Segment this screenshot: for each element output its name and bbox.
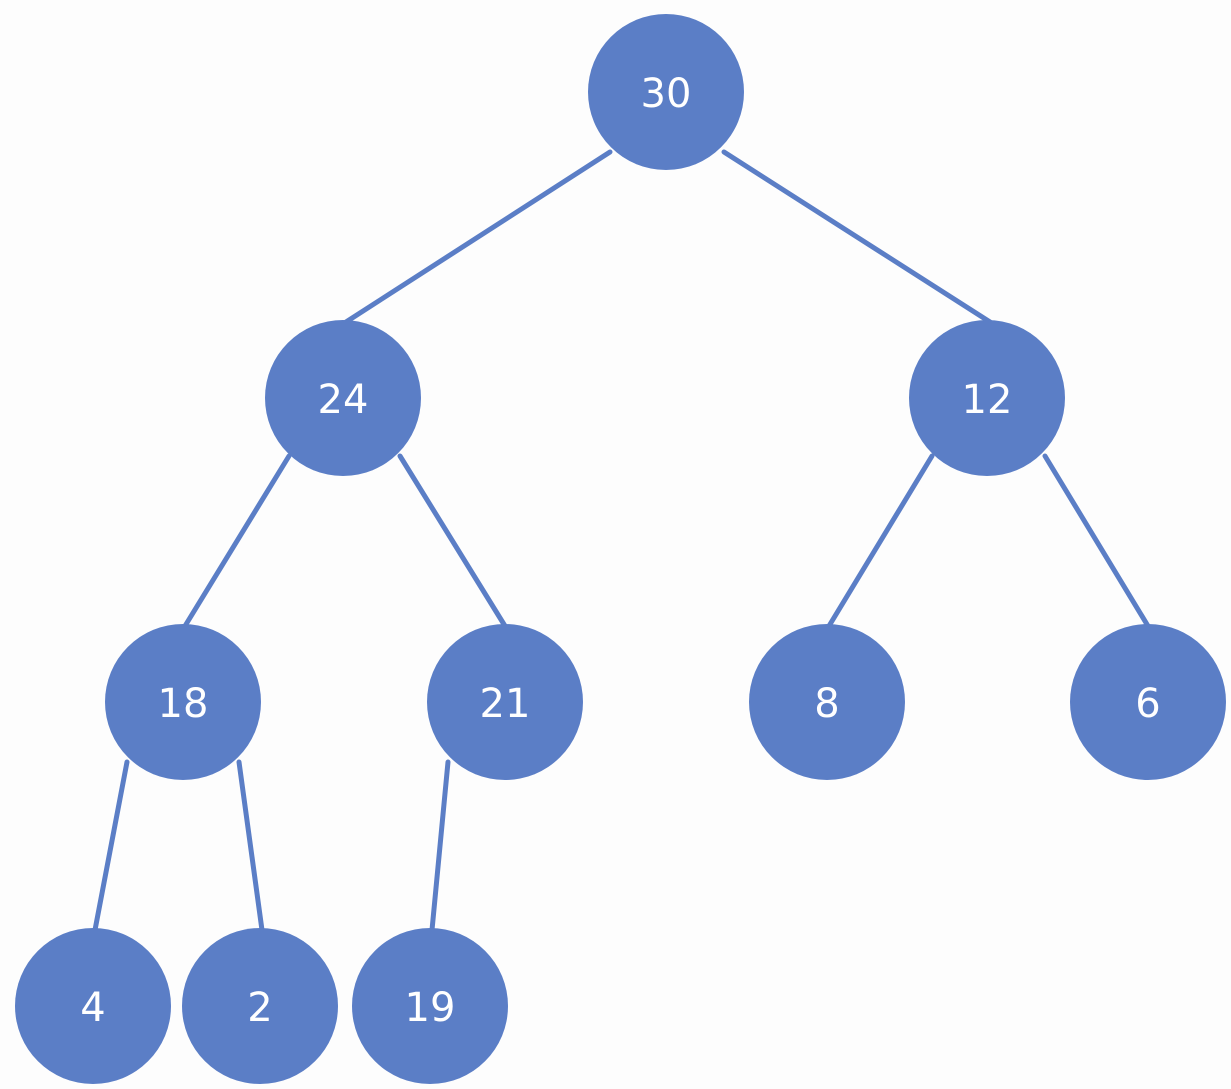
node-circle (909, 320, 1065, 476)
node-label: 2 (247, 985, 272, 1031)
tree-node: 6 (1070, 624, 1226, 780)
edges-layer (92, 149, 1151, 933)
tree-node: 2 (182, 928, 338, 1084)
node-circle (182, 928, 338, 1084)
node-label: 24 (318, 377, 369, 423)
edge-21-19 (429, 759, 451, 933)
tree-node: 24 (265, 320, 421, 476)
node-label: 18 (158, 681, 209, 727)
node-circle (749, 624, 905, 780)
tree-node: 30 (588, 14, 744, 170)
node-circle (105, 624, 261, 780)
edge-30-12 (721, 149, 993, 325)
node-circle (15, 928, 171, 1084)
tree-node: 19 (352, 928, 508, 1084)
node-label: 12 (962, 377, 1013, 423)
nodes-layer: 30 24 12 18 21 8 (15, 14, 1226, 1084)
node-label: 19 (405, 985, 456, 1031)
tree-node: 18 (105, 624, 261, 780)
edge-12-6 (1042, 453, 1151, 629)
edge-18-4 (92, 759, 130, 933)
node-label: 30 (641, 71, 692, 117)
edge-12-8 (826, 453, 935, 629)
tree-node: 12 (909, 320, 1065, 476)
tree-node: 8 (749, 624, 905, 780)
node-label: 21 (480, 681, 531, 727)
edge-24-21 (397, 453, 508, 629)
edge-24-18 (182, 453, 292, 629)
node-label: 6 (1135, 681, 1160, 727)
node-label: 4 (80, 985, 105, 1031)
node-circle (588, 14, 744, 170)
node-circle (427, 624, 583, 780)
node-circle (1070, 624, 1226, 780)
edge-18-2 (236, 759, 265, 933)
node-label: 8 (814, 681, 839, 727)
edge-30-24 (343, 149, 613, 325)
node-circle (265, 320, 421, 476)
tree-node: 4 (15, 928, 171, 1084)
node-circle (352, 928, 508, 1084)
tree-node: 21 (427, 624, 583, 780)
